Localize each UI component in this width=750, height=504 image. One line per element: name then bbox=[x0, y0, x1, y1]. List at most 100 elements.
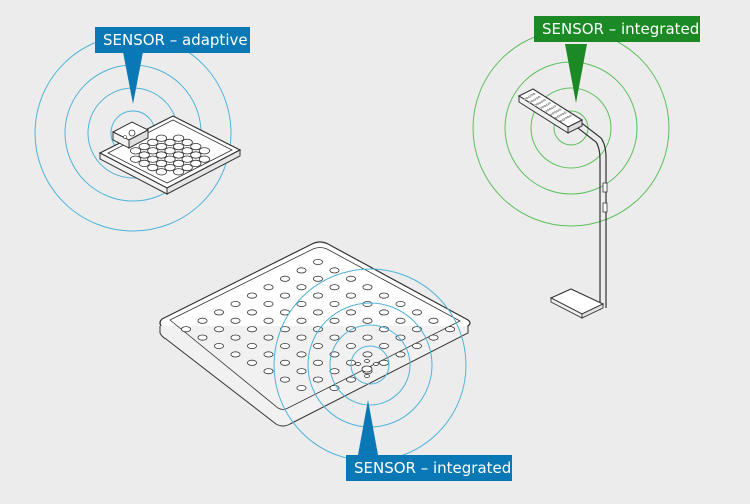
sensor-integrated-label-blue: SENSOR – integrated bbox=[346, 455, 512, 481]
nozzle bbox=[263, 368, 274, 375]
mixer-button-icon bbox=[602, 202, 608, 213]
nozzle bbox=[329, 334, 340, 341]
nozzle bbox=[173, 159, 185, 167]
nozzle bbox=[296, 300, 307, 307]
nozzle bbox=[213, 342, 224, 349]
nozzle bbox=[362, 334, 373, 341]
mixer-button-icon bbox=[602, 182, 608, 193]
nozzle bbox=[246, 342, 257, 349]
nozzle bbox=[559, 119, 563, 122]
nozzle bbox=[540, 100, 544, 103]
nozzle bbox=[554, 116, 558, 119]
nozzle bbox=[263, 284, 274, 291]
nozzle bbox=[197, 317, 208, 324]
nozzle bbox=[164, 147, 176, 155]
nozzle bbox=[164, 138, 176, 146]
nozzle bbox=[279, 292, 290, 299]
nozzle bbox=[181, 164, 193, 172]
nozzle bbox=[528, 95, 531, 98]
nozzle bbox=[538, 101, 542, 104]
nozzle bbox=[296, 384, 307, 391]
nozzle bbox=[428, 317, 439, 324]
nozzle bbox=[329, 267, 340, 274]
nozzle bbox=[345, 376, 356, 383]
nozzle bbox=[246, 292, 257, 299]
sensor-adaptive-label: SENSOR – adaptive bbox=[95, 27, 250, 53]
small-square-shower-head bbox=[34, 34, 242, 232]
nozzle bbox=[279, 376, 290, 383]
nozzle bbox=[279, 359, 290, 366]
nozzle bbox=[378, 292, 389, 299]
nozzle bbox=[554, 111, 557, 114]
nozzle bbox=[155, 151, 167, 159]
nozzle bbox=[537, 96, 541, 99]
nozzle bbox=[556, 109, 560, 112]
nozzle bbox=[548, 108, 552, 110]
nozzle bbox=[345, 275, 356, 282]
nozzle bbox=[543, 104, 547, 107]
nozzle bbox=[329, 300, 340, 307]
large-square-shower-head bbox=[159, 241, 471, 462]
nozzle bbox=[312, 258, 323, 265]
nozzle bbox=[533, 104, 537, 107]
nozzle bbox=[147, 155, 159, 163]
nozzle bbox=[263, 334, 274, 341]
nozzle bbox=[180, 326, 191, 333]
nozzle bbox=[553, 105, 557, 108]
adaptive-sensor-eye-icon bbox=[128, 129, 136, 137]
nozzle bbox=[230, 317, 241, 324]
nozzle bbox=[561, 112, 565, 115]
nozzle bbox=[362, 351, 373, 358]
nozzle bbox=[533, 98, 536, 101]
nozzle bbox=[279, 342, 290, 349]
nozzle bbox=[130, 155, 142, 163]
nozzle bbox=[230, 334, 241, 341]
nozzle bbox=[411, 309, 422, 316]
nozzle bbox=[296, 368, 307, 375]
wall-head-nozzle-grid bbox=[523, 93, 572, 122]
nozzle bbox=[155, 134, 167, 142]
nozzle bbox=[198, 147, 210, 155]
nozzle bbox=[329, 368, 340, 375]
nozzle bbox=[532, 93, 536, 95]
nozzle bbox=[395, 351, 406, 358]
nozzle bbox=[329, 284, 340, 291]
nozzle bbox=[544, 110, 547, 113]
integrated-sensor-eye-icon bbox=[355, 359, 379, 378]
nozzle bbox=[147, 138, 159, 146]
nozzle bbox=[173, 143, 185, 151]
nozzle bbox=[181, 138, 193, 146]
nozzle bbox=[559, 114, 562, 117]
nozzle bbox=[147, 147, 159, 155]
nozzle bbox=[312, 342, 323, 349]
nozzle bbox=[296, 334, 307, 341]
nozzle bbox=[345, 342, 356, 349]
nozzle bbox=[411, 342, 422, 349]
nozzle bbox=[528, 101, 532, 104]
nozzle bbox=[558, 108, 562, 111]
nozzle bbox=[539, 107, 542, 110]
nozzle bbox=[213, 309, 224, 316]
nozzle bbox=[378, 309, 389, 316]
nozzle bbox=[138, 151, 150, 159]
wall-mounted-shower bbox=[472, 29, 670, 319]
nozzle bbox=[563, 111, 567, 114]
nozzle bbox=[190, 143, 202, 151]
small-nozzle-grid bbox=[130, 134, 210, 176]
sensor-integrated-label-green: SENSOR – integrated bbox=[534, 16, 700, 42]
nozzle bbox=[130, 147, 142, 155]
nozzle bbox=[395, 317, 406, 324]
nozzle bbox=[213, 326, 224, 333]
nozzle bbox=[345, 326, 356, 333]
nozzle bbox=[312, 292, 323, 299]
nozzle bbox=[246, 326, 257, 333]
nozzle bbox=[543, 99, 546, 102]
nozzle bbox=[536, 103, 539, 106]
nozzle bbox=[556, 115, 560, 118]
nozzle bbox=[190, 151, 202, 159]
nozzle bbox=[263, 351, 274, 358]
nozzle bbox=[395, 300, 406, 307]
nozzle bbox=[155, 159, 167, 167]
